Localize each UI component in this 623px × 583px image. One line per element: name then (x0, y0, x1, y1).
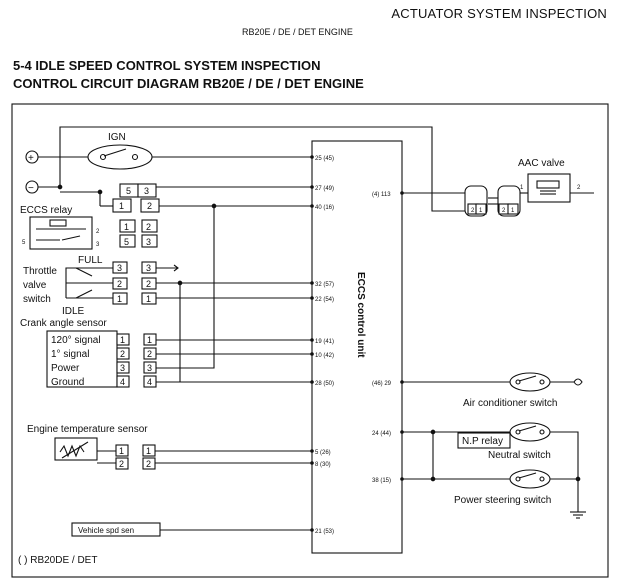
term-8: 8 (30) (315, 462, 331, 468)
ground-icon (570, 511, 586, 519)
neutral-switch-label: Neutral switch (488, 450, 551, 461)
engine-subheader: RB20E / DE / DET ENGINE (242, 27, 353, 37)
plus-symbol: + (28, 153, 34, 164)
svg-text:1: 1 (119, 201, 124, 211)
throttle-label-2: valve (23, 280, 47, 291)
svg-text:2: 2 (117, 279, 122, 289)
svg-text:1: 1 (119, 446, 124, 456)
svg-text:2: 2 (147, 349, 152, 359)
term-27: 27 (49) (315, 186, 334, 192)
eng-temp-sensor-icon (54, 437, 98, 461)
aac-valve-icon (527, 173, 571, 203)
svg-text:5: 5 (124, 237, 129, 247)
crank-label: Crank angle sensor (20, 318, 107, 329)
svg-text:2: 2 (119, 459, 124, 469)
eng-temp-label: Engine temperature sensor (27, 424, 148, 435)
svg-text:2: 2 (96, 229, 100, 235)
term-19: 19 (41) (315, 339, 334, 345)
aac-connector-right (497, 185, 521, 217)
term-40: 40 (16) (315, 205, 334, 211)
ecu-box (311, 140, 403, 554)
ac-switch-label: Air conditioner switch (463, 398, 557, 409)
term-113: (4) 113 (372, 192, 391, 198)
term-24: 24 (44) (372, 431, 391, 437)
np-relay-box (457, 432, 511, 449)
svg-text:2: 2 (502, 208, 506, 214)
term-25: 25 (45) (315, 156, 334, 162)
svg-text:3: 3 (146, 263, 151, 273)
svg-text:3: 3 (147, 363, 152, 373)
throttle-label-3: switch (23, 294, 51, 305)
eccs-relay-icon (29, 216, 93, 250)
svg-text:2: 2 (471, 208, 475, 214)
svg-text:4: 4 (147, 377, 152, 387)
svg-text:1: 1 (124, 222, 129, 232)
section-header: ACTUATOR SYSTEM INSPECTION (391, 6, 607, 21)
page-title: 5-4 IDLE SPEED CONTROL SYSTEM INSPECTION (13, 58, 321, 73)
svg-text:1: 1 (511, 208, 515, 214)
vehicle-speed-label: Vehicle spd sen (78, 526, 134, 535)
term-38: 38 (15) (372, 478, 391, 484)
svg-text:4: 4 (120, 377, 125, 387)
term-22: 22 (54) (315, 297, 334, 303)
svg-text:1: 1 (146, 446, 151, 456)
svg-text:3: 3 (120, 363, 125, 373)
svg-text:1: 1 (520, 185, 524, 191)
throttle-switch-icon (65, 267, 113, 298)
idle-label: IDLE (62, 306, 85, 317)
throttle-label-1: Throttle (23, 266, 57, 277)
term-10: 10 (42) (315, 353, 334, 359)
svg-text:2: 2 (146, 279, 151, 289)
ign-label: IGN (108, 132, 126, 143)
full-label: FULL (78, 255, 103, 266)
svg-text:3: 3 (117, 263, 122, 273)
svg-text:2: 2 (146, 459, 151, 469)
aac-valve-label: AAC valve (518, 158, 565, 169)
np-relay-label: N.P relay (462, 436, 503, 447)
svg-text:2: 2 (147, 201, 152, 211)
ecu-label: ECCS control unit (355, 272, 366, 358)
svg-text:5: 5 (126, 186, 131, 196)
svg-text:1: 1 (117, 294, 122, 304)
eccs-relay-label: ECCS relay (20, 205, 72, 216)
crank-power-label: Power (51, 363, 80, 374)
ign-switch-icon (87, 144, 153, 170)
svg-text:2: 2 (577, 185, 581, 191)
svg-text:2: 2 (120, 349, 125, 359)
crank-120-label: 120° signal (51, 335, 101, 346)
svg-text:3: 3 (96, 242, 100, 248)
footnote: ( ) RB20DE / DET (18, 555, 97, 566)
term-21: 21 (53) (315, 529, 334, 535)
term-5: 5 (26) (315, 450, 331, 456)
term-29: (46) 29 (372, 381, 392, 387)
crank-1-label: 1° signal (51, 349, 89, 360)
svg-text:3: 3 (144, 186, 149, 196)
aac-connector-left (464, 185, 488, 217)
crank-ground-label: Ground (51, 377, 84, 388)
term-28: 28 (50) (315, 381, 334, 387)
ps-switch-label: Power steering switch (454, 495, 551, 506)
minus-symbol: − (28, 183, 34, 194)
svg-text:1: 1 (120, 335, 125, 345)
svg-text:1: 1 (479, 208, 483, 214)
svg-text:1: 1 (147, 335, 152, 345)
term-32: 32 (57) (315, 282, 334, 288)
diagram-frame (11, 103, 609, 578)
svg-text:2: 2 (146, 222, 151, 232)
svg-text:3: 3 (146, 237, 151, 247)
diagram-title: CONTROL CIRCUIT DIAGRAM RB20E / DE / DET… (13, 76, 364, 91)
svg-text:1: 1 (146, 294, 151, 304)
svg-text:5: 5 (22, 240, 26, 246)
